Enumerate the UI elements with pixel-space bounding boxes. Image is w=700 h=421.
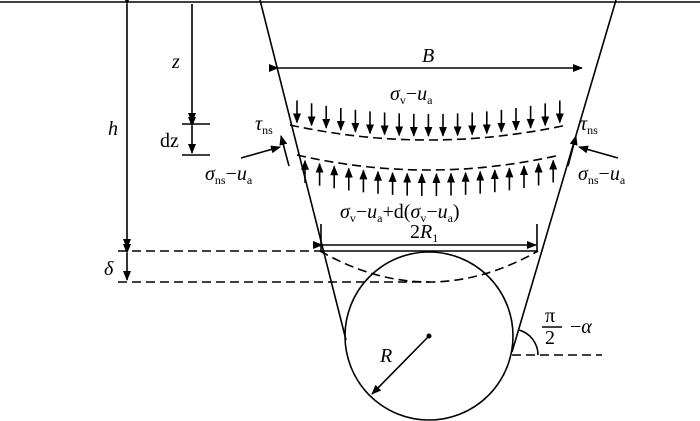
upper-element-boundary [289,124,568,141]
right-trench-wall [511,0,617,353]
pipe-circle [344,251,514,421]
radius-arrow [371,335,430,395]
right-normal-stress-label: σns−ua [578,163,626,187]
z-label: z [171,51,180,73]
pi-label: π [545,305,555,327]
2R1-label: 2R1 [410,221,438,245]
h-label: h [108,118,118,140]
two-label: 2 [545,327,555,349]
right-tau-label: τns [580,113,598,137]
dz-label: dz [160,130,179,152]
downward-stress-arrows [293,100,564,137]
minus-alpha-label: −α [570,316,592,338]
left-trench-wall [259,0,347,341]
bottom-stress-label: σv−ua+d(σv−ua) [340,201,460,225]
left-normal-arrow [240,145,281,159]
right-shear-arrow [567,135,578,167]
B-label: B [422,45,434,67]
lower-element-boundary [296,154,561,171]
delta-label: δ [104,258,114,280]
left-tau-label: τns [255,113,273,137]
upward-stress-arrows [301,159,558,196]
left-shear-arrow [279,135,290,167]
angle-arc [518,329,539,356]
right-normal-arrow [578,145,619,159]
left-normal-stress-label: σns−ua [205,163,253,187]
top-stress-label: σv−ua [390,83,433,107]
R-label: R [379,345,392,367]
soil-arch-dashed-curve [319,250,539,283]
